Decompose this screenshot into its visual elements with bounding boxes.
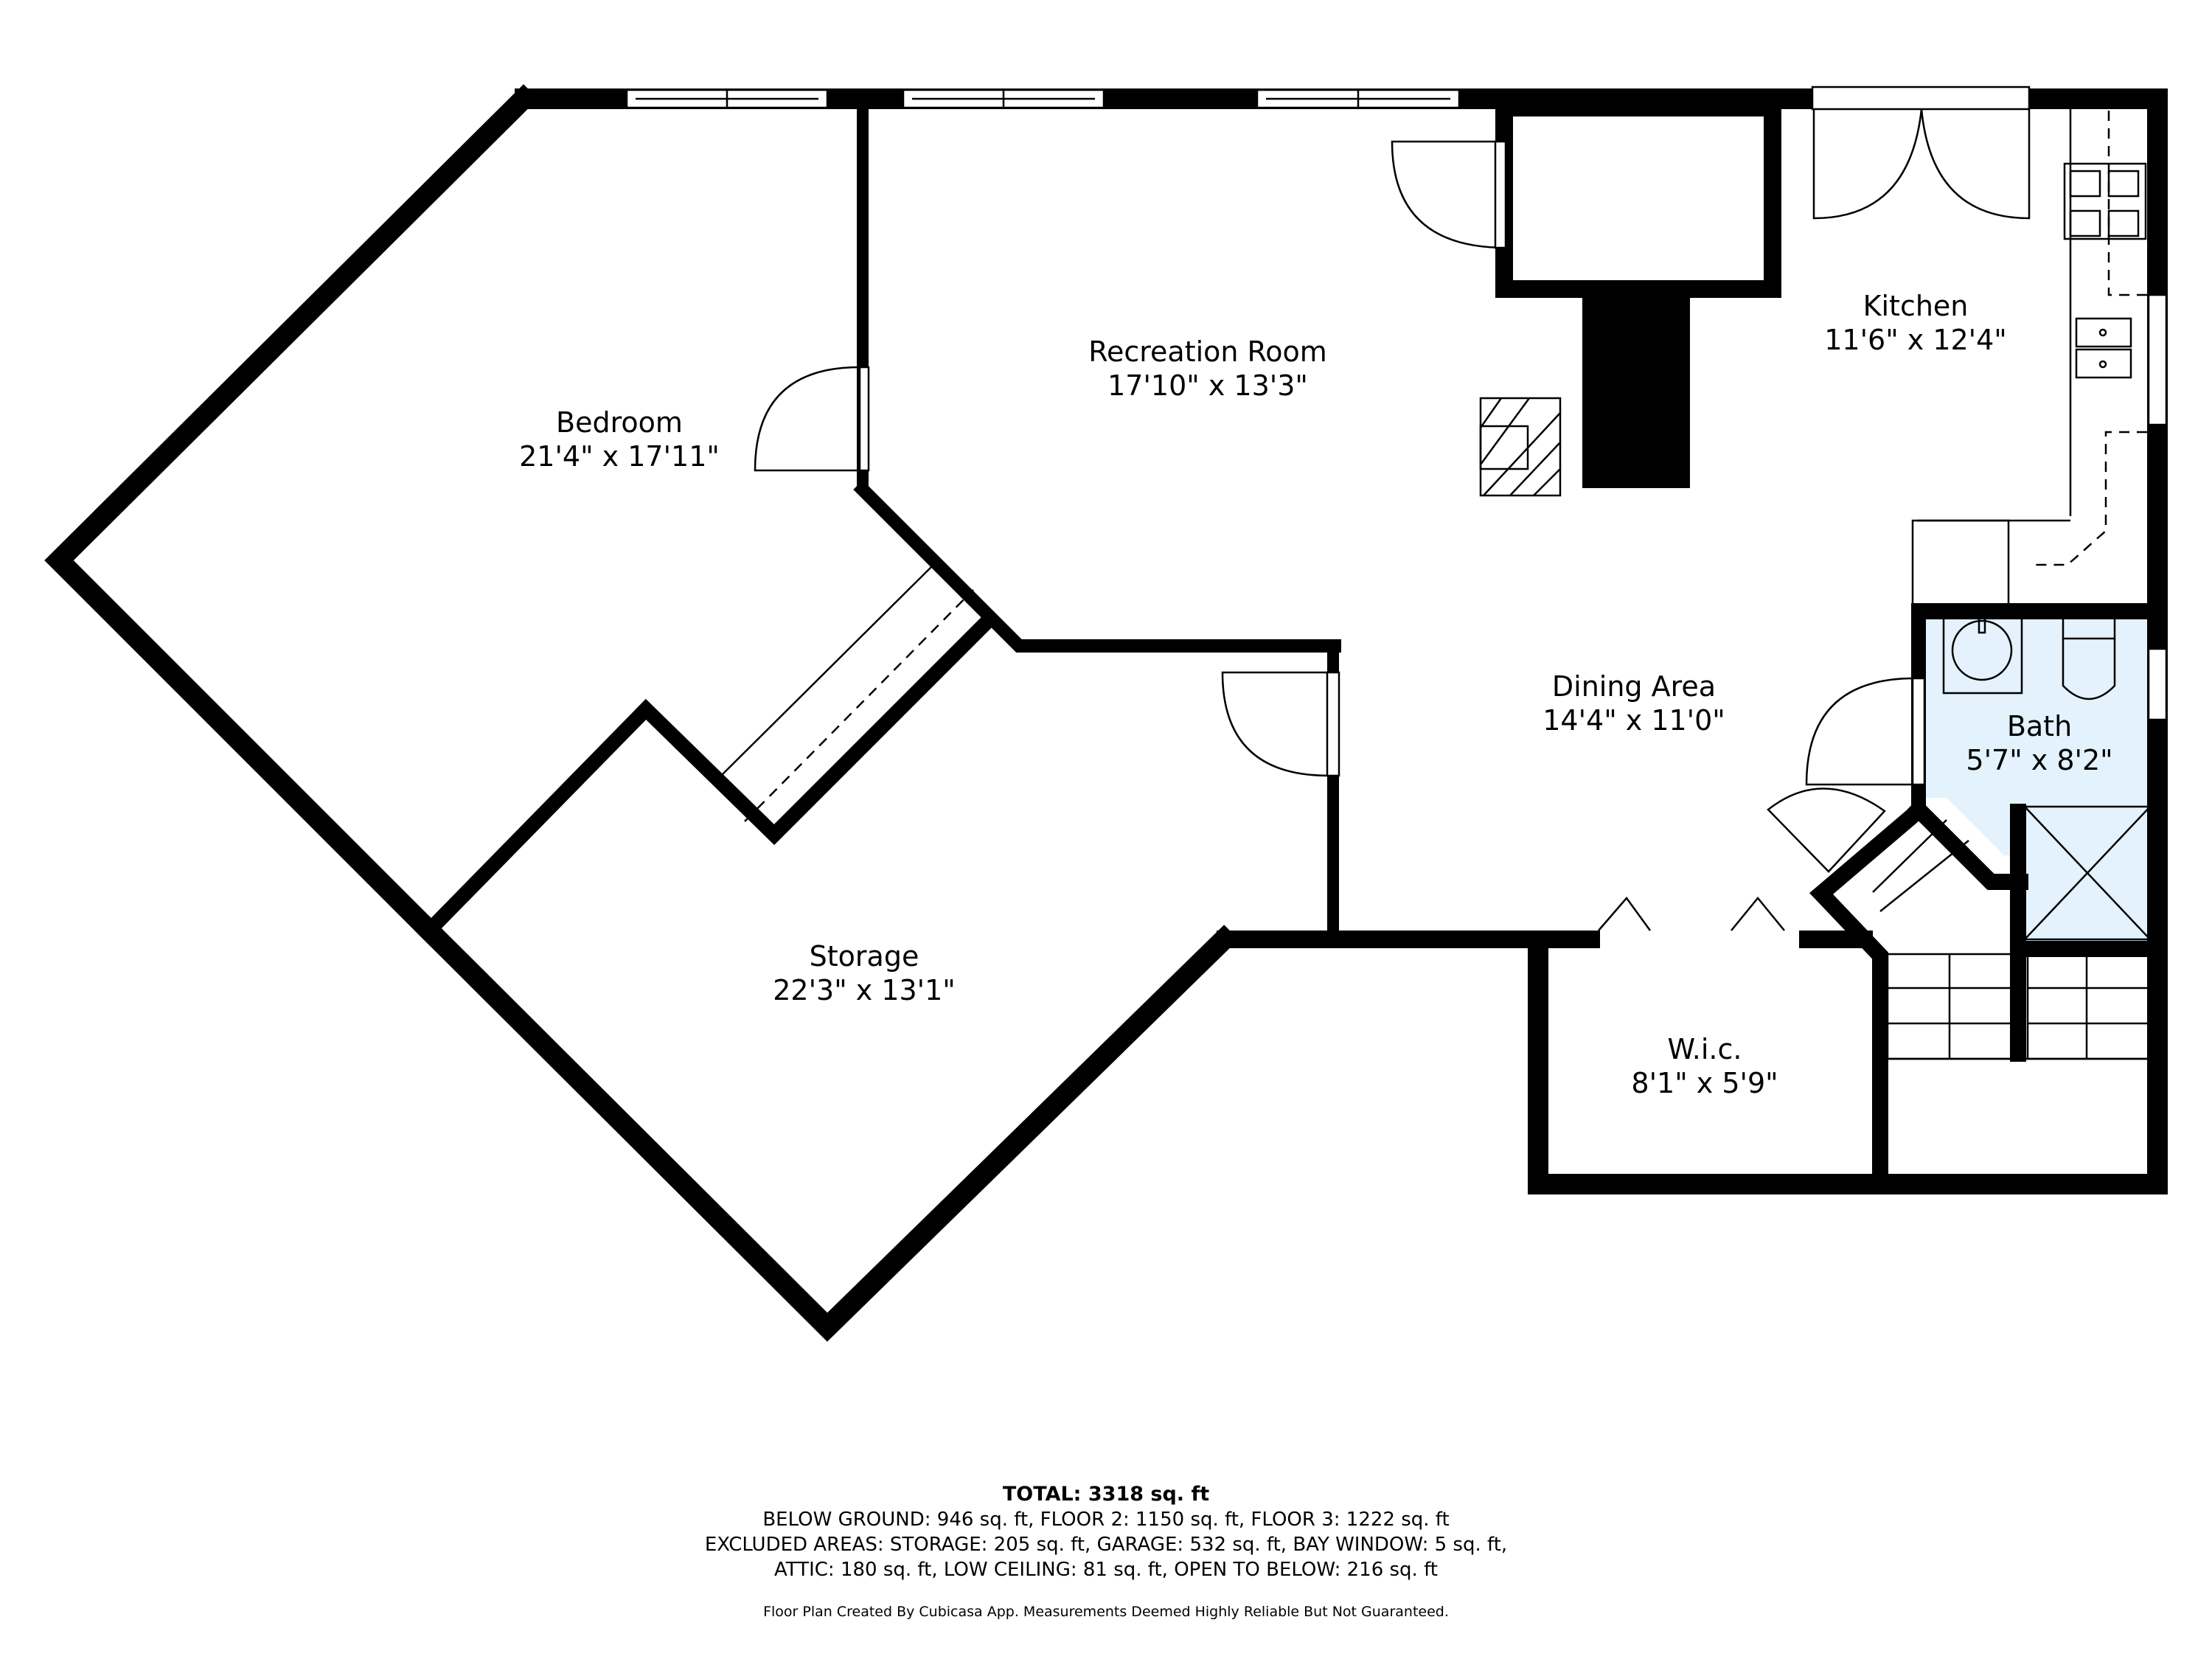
stairs: [1848, 796, 2150, 1060]
room-kitchen: Kitchen 11'6" x 12'4": [1824, 289, 2007, 357]
area-summary: TOTAL: 3318 sq. ft BELOW GROUND: 946 sq.…: [0, 1482, 2212, 1582]
room-dims: 11'6" x 12'4": [1824, 324, 2007, 356]
room-name: Kitchen: [1863, 290, 1969, 322]
room-name: Dining Area: [1551, 670, 1717, 703]
excluded-areas-cont: ATTIC: 180 sq. ft, LOW CEILING: 81 sq. f…: [774, 1559, 1438, 1581]
room-dims: 21'4" x 17'11": [519, 440, 720, 473]
credit-line: Floor Plan Created By Cubicasa App. Meas…: [763, 1604, 1449, 1620]
room-name: Bedroom: [556, 406, 683, 439]
room-name: Recreation Room: [1088, 335, 1327, 368]
room-name: Bath: [2006, 710, 2073, 742]
room-name: W.i.c.: [1667, 1033, 1742, 1065]
kitchen-fixtures: [1911, 109, 2147, 609]
total-area: TOTAL: 3318 sq. ft: [1002, 1483, 1210, 1506]
room-bedroom: Bedroom 21'4" x 17'11": [519, 406, 720, 473]
doors: [754, 108, 2031, 931]
room-storage: Storage 22'3" x 13'1": [773, 939, 956, 1007]
room-dims: 14'4" x 11'0": [1543, 704, 1725, 737]
bath-fill: [1921, 615, 2153, 941]
room-name: Storage: [809, 940, 919, 973]
room-dining-area: Dining Area 14'4" x 11'0": [1543, 669, 1725, 737]
room-dims: 8'1" x 5'9": [1631, 1067, 1778, 1099]
floor-areas: BELOW GROUND: 946 sq. ft, FLOOR 2: 1150 …: [762, 1509, 1450, 1531]
room-dims: 17'10" x 13'3": [1107, 369, 1308, 402]
room-bath: Bath 5'7" x 8'2": [1966, 709, 2112, 777]
room-dims: 5'7" x 8'2": [1966, 744, 2113, 776]
passage: [722, 566, 974, 822]
room-dims: 22'3" x 13'1": [773, 974, 956, 1006]
room-recreation-room: Recreation Room 17'10" x 13'3": [1088, 335, 1327, 403]
hearth: [1479, 397, 1562, 497]
room-wic: W.i.c. 8'1" x 5'9": [1631, 1032, 1778, 1100]
exterior-walls: [44, 84, 2168, 1342]
excluded-areas: EXCLUDED AREAS: STORAGE: 205 sq. ft, GAR…: [704, 1534, 1508, 1556]
bath-fixtures: [1942, 613, 2152, 941]
